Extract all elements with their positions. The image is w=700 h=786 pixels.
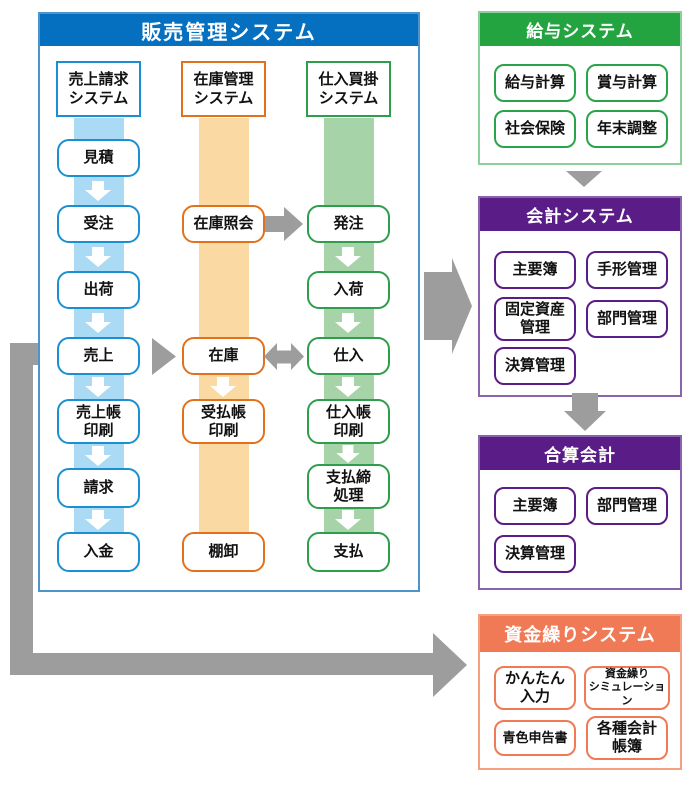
chip-bonus-calc: 賞与計算 — [586, 64, 668, 102]
down-arrow-icon — [85, 313, 111, 333]
payroll-system-title: 給与システム — [480, 13, 680, 46]
flow-node-order: 受注 — [57, 205, 140, 243]
flow-node-invoice: 請求 — [57, 468, 140, 508]
accounting-system-panel: 会計システム 主要簿 手形管理 固定資産 管理 部門管理 決算管理 — [478, 196, 682, 397]
flow-node-receipt-payment-ledger-print: 受払帳 印刷 — [182, 399, 265, 444]
down-arrow-icon — [85, 446, 111, 466]
down-arrow-icon — [335, 510, 361, 530]
down-arrow-icon — [335, 313, 361, 333]
chip-department-management: 部門管理 — [586, 300, 668, 338]
flow-node-estimate: 見積 — [57, 139, 140, 177]
down-arrow-icon — [85, 377, 111, 397]
purchase-payable-subsystem-header: 仕入買掛 システム — [306, 61, 391, 117]
consolidated-accounting-panel: 合算会計 主要簿 部門管理 決算管理 — [478, 435, 682, 590]
down-arrow-icon — [335, 377, 361, 397]
flow-node-sales-ledger-print: 売上帳 印刷 — [57, 399, 140, 444]
down-arrow-icon — [335, 247, 361, 267]
down-arrow-gray-icon — [564, 393, 606, 431]
sales-billing-subsystem-header: 売上請求 システム — [56, 61, 141, 117]
chip-settlement-management: 決算管理 — [494, 347, 576, 385]
flow-node-deposit: 入金 — [57, 532, 140, 572]
down-arrow-icon — [336, 445, 360, 463]
chip-cashflow-simulation: 資金繰り シミュレーション — [584, 666, 670, 710]
cashflow-system-title: 資金繰りシステム — [480, 616, 680, 652]
double-arrow-icon — [264, 343, 304, 370]
chip-fixed-assets-management: 固定資産 管理 — [494, 297, 576, 341]
accounting-system-title: 会計システム — [480, 198, 680, 231]
down-arrow-icon — [85, 510, 111, 530]
flow-node-stocktaking: 棚卸 — [182, 532, 265, 572]
to-accounting-arrow-icon — [424, 258, 472, 354]
right-arrow-icon — [265, 207, 303, 241]
down-arrow-icon — [210, 377, 236, 397]
chip-payroll-calc: 給与計算 — [494, 64, 576, 102]
chip-simple-input: かんたん 入力 — [494, 666, 576, 710]
flow-node-purchase-ledger-print: 仕入帳 印刷 — [307, 399, 390, 444]
flow-node-payment-closing: 支払締 処理 — [307, 464, 390, 509]
chip-department-management-consolidated: 部門管理 — [586, 487, 668, 525]
flow-node-purchase: 仕入 — [307, 337, 390, 375]
stock-flow-band — [199, 118, 249, 552]
consolidated-accounting-title: 合算会計 — [480, 437, 680, 470]
chip-settlement-management-consolidated: 決算管理 — [494, 535, 576, 573]
flow-node-payment: 支払 — [307, 532, 390, 572]
chip-year-end-adjustment: 年末調整 — [586, 110, 668, 148]
cashflow-connector-arrowhead-icon — [433, 633, 467, 697]
chip-account-books: 各種会計 帳簿 — [586, 716, 668, 760]
chip-bills-management: 手形管理 — [586, 251, 668, 289]
stock-management-subsystem-header: 在庫管理 システム — [181, 61, 266, 117]
chip-social-insurance: 社会保険 — [494, 110, 576, 148]
flow-node-stock: 在庫 — [182, 337, 265, 375]
chip-main-ledger: 主要簿 — [494, 251, 576, 289]
down-arrow-icon — [85, 181, 111, 201]
sales-management-system-title: 販売管理システム — [40, 14, 418, 46]
flow-node-shipping: 出荷 — [57, 271, 140, 309]
cashflow-system-panel: 資金繰りシステム かんたん 入力 資金繰り シミュレーション 青色申告書 各種会… — [478, 614, 682, 770]
down-triangle-icon — [566, 171, 602, 187]
flow-node-stock-inquiry: 在庫照会 — [182, 205, 265, 243]
payroll-system-panel: 給与システム 給与計算 賞与計算 社会保険 年末調整 — [478, 11, 682, 165]
flow-node-sales: 売上 — [57, 337, 140, 375]
cashflow-connector-bottom-segment — [10, 653, 434, 675]
right-triangle-icon — [152, 338, 176, 375]
chip-main-ledger-consolidated: 主要簿 — [494, 487, 576, 525]
down-arrow-icon — [85, 247, 111, 267]
chip-blue-return-form: 青色申告書 — [494, 720, 576, 756]
flow-node-purchase-order: 発注 — [307, 205, 390, 243]
cashflow-connector-left-segment — [10, 343, 33, 675]
flow-node-receiving: 入荷 — [307, 271, 390, 309]
